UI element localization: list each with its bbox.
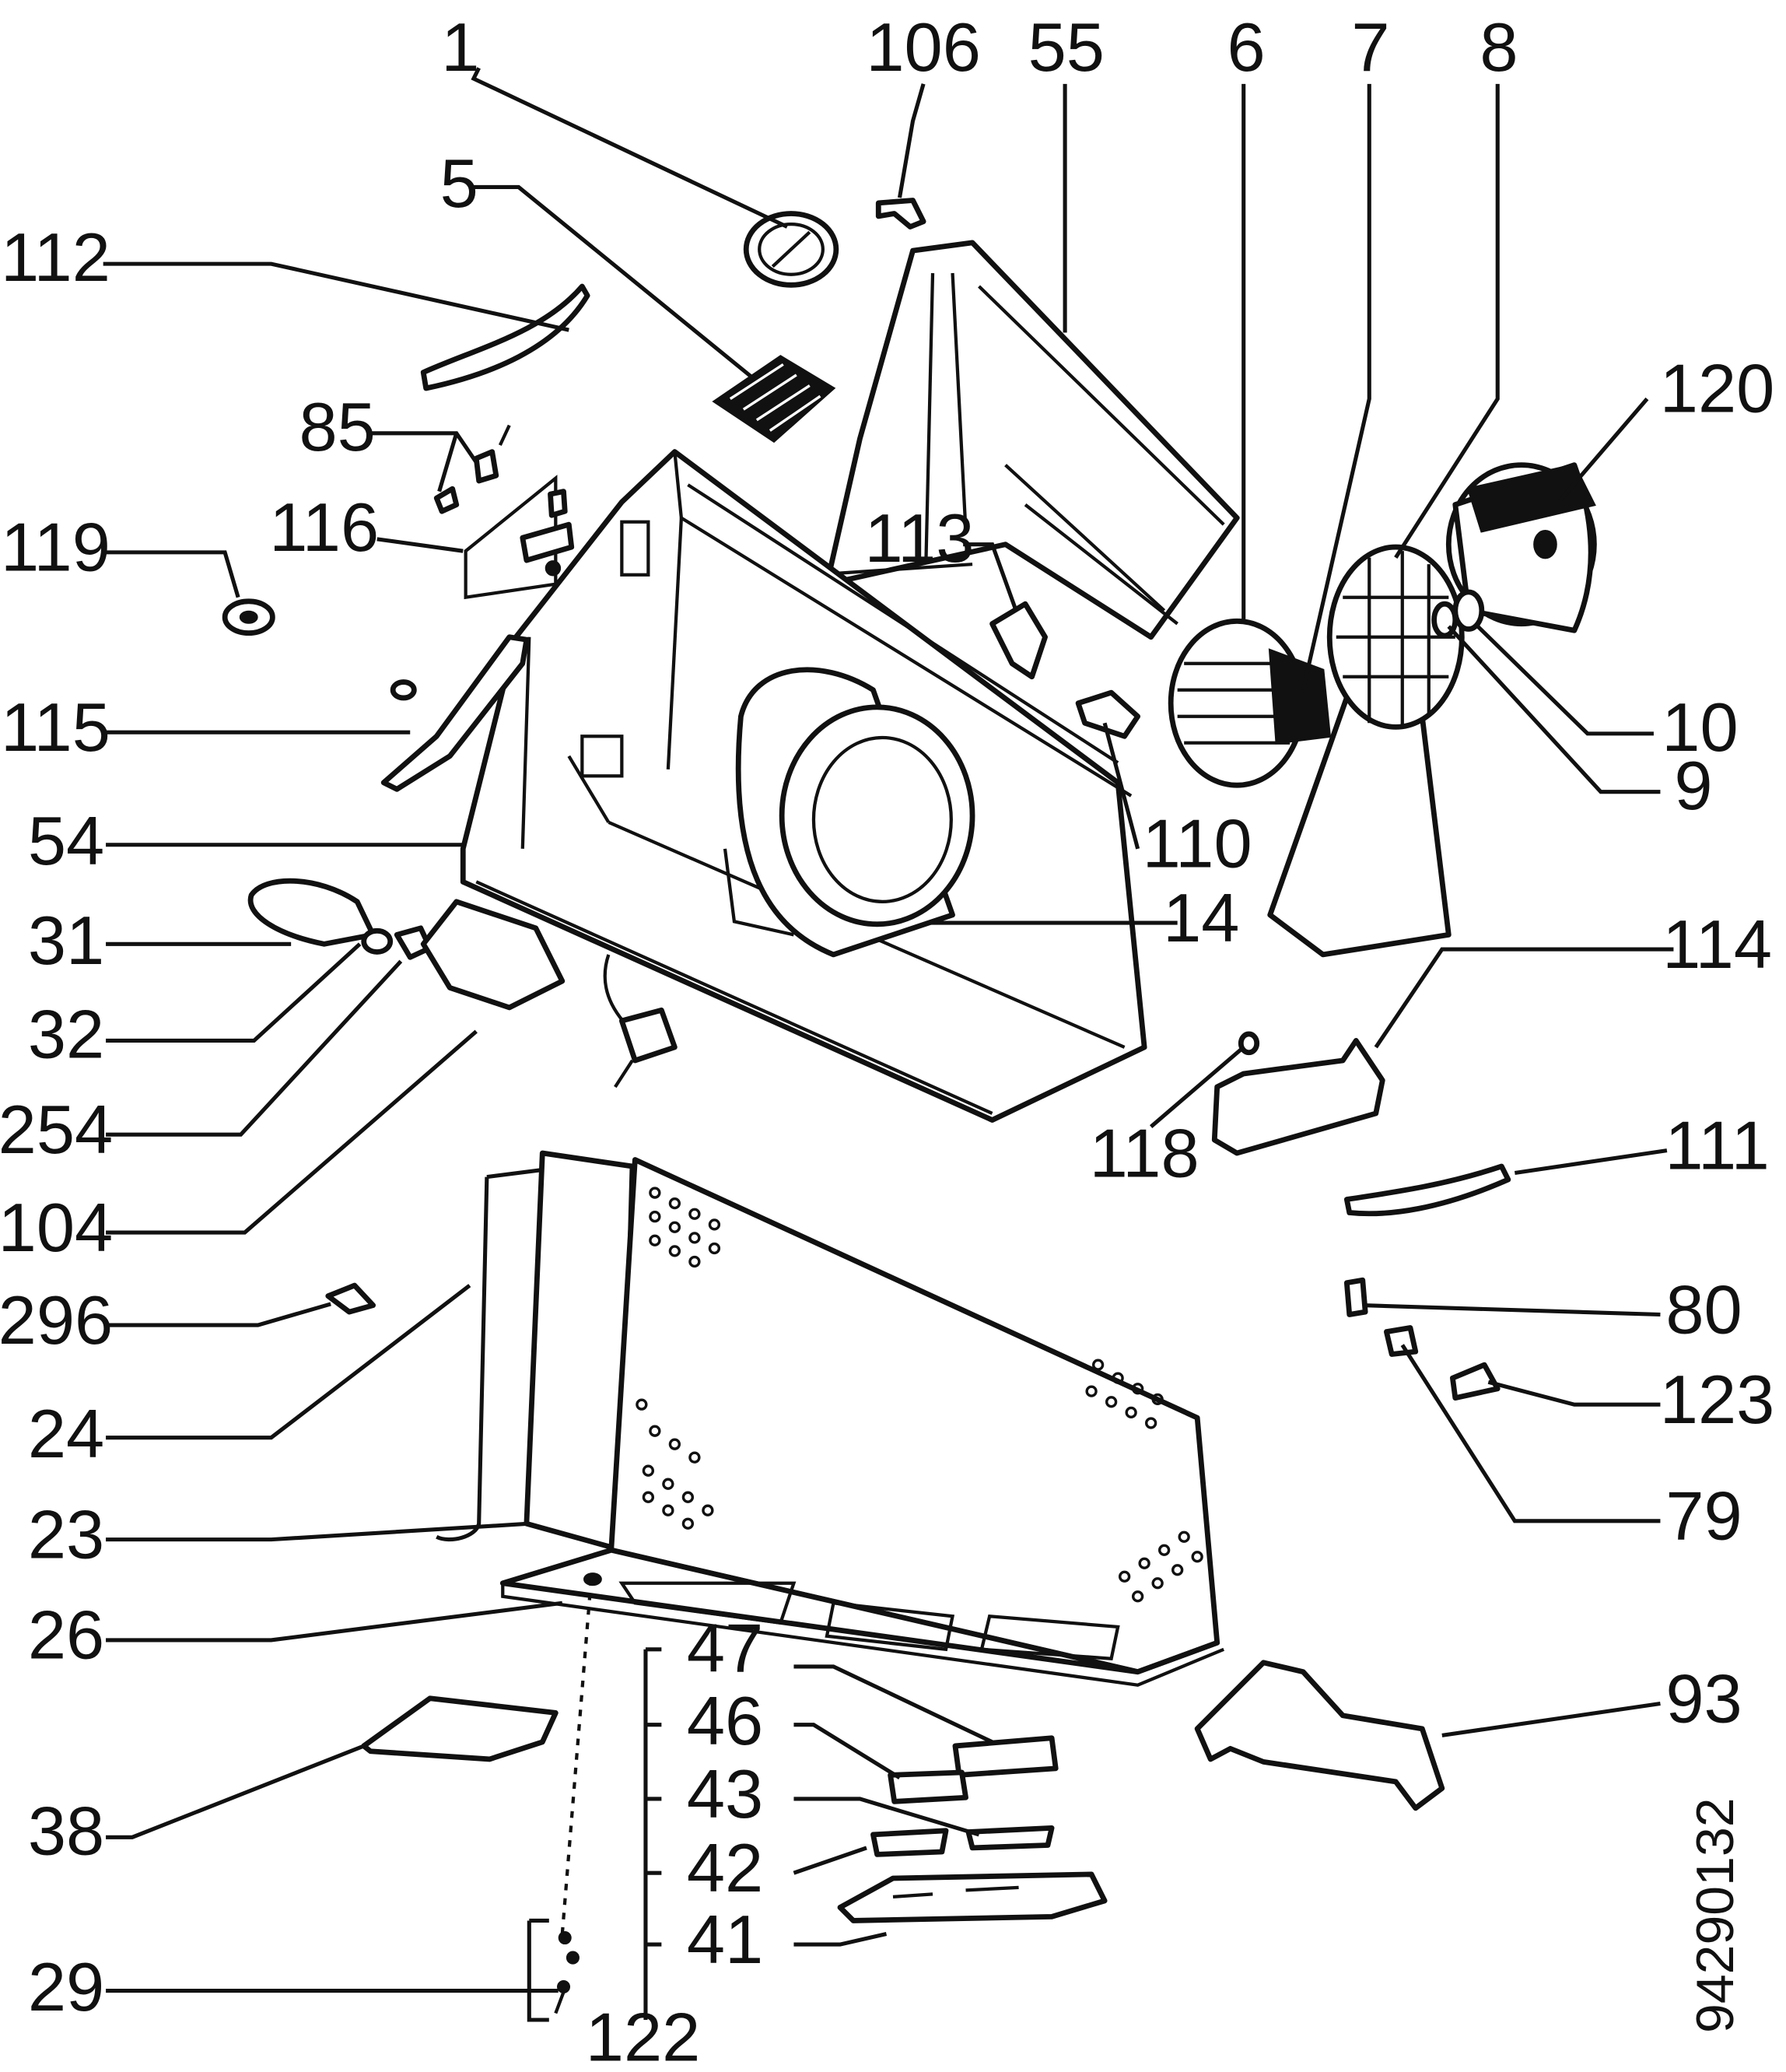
callout-38: 38 xyxy=(28,1792,104,1869)
callout-106: 106 xyxy=(866,9,981,86)
callout-14: 14 xyxy=(1163,879,1239,956)
part-119-washer xyxy=(222,598,275,636)
callout-254: 254 xyxy=(0,1091,113,1168)
callout-8: 8 xyxy=(1480,9,1518,86)
callout-6: 6 xyxy=(1227,9,1266,86)
callout-43: 43 xyxy=(687,1755,763,1832)
part-112-curved-strip xyxy=(420,283,590,391)
part-42-button xyxy=(870,1828,949,1857)
part-14-fan-scroll xyxy=(723,667,975,958)
part-29-screws xyxy=(554,1576,594,2014)
callout-24: 24 xyxy=(28,1395,104,1472)
part-47-knob xyxy=(952,1735,1059,1778)
leader-lines xyxy=(103,67,1674,2022)
part-24-rod xyxy=(436,1166,550,1542)
part-31-lamp-cover xyxy=(247,878,376,947)
callout-104: 104 xyxy=(0,1189,113,1266)
part-296-clip xyxy=(325,1282,376,1315)
callout-112: 112 xyxy=(1,219,110,296)
callout-123: 123 xyxy=(1660,1361,1775,1438)
callout-119: 119 xyxy=(1,509,110,586)
callout-93: 93 xyxy=(1665,1660,1742,1737)
callout-116: 116 xyxy=(269,489,379,566)
part-55-chimney-cover xyxy=(824,240,1240,640)
part-5-grille-filter xyxy=(712,355,836,443)
reference-number: 94290132 xyxy=(1686,1797,1745,2033)
part-10-nut xyxy=(1452,589,1485,632)
callout-115: 115 xyxy=(1,689,110,766)
part-114-bracket xyxy=(1211,1038,1385,1156)
callout-80: 80 xyxy=(1665,1271,1742,1348)
callout-numbers: 1 106 55 6 7 8 5 112 120 85 116 119 113 … xyxy=(0,9,1774,2072)
callout-23: 23 xyxy=(28,1495,104,1572)
power-cord xyxy=(603,954,678,1089)
callout-54: 54 xyxy=(28,802,104,879)
part-110-clip xyxy=(1075,689,1141,739)
part-38-lamp-lens xyxy=(361,1695,559,1762)
callout-7: 7 xyxy=(1351,9,1389,86)
part-8-grille-disc xyxy=(1326,544,1465,730)
part-93-side-bracket xyxy=(1194,1660,1445,1811)
callout-41: 41 xyxy=(687,1901,763,1978)
callout-118: 118 xyxy=(1090,1115,1199,1192)
callout-32: 32 xyxy=(28,996,104,1073)
callout-10: 10 xyxy=(1662,689,1738,766)
part-116-bracket xyxy=(464,475,575,600)
callout-296: 296 xyxy=(0,1281,113,1359)
callout-120: 120 xyxy=(1660,350,1775,427)
part-80-switch xyxy=(1343,1277,1368,1317)
part-118-screw xyxy=(1238,1031,1260,1056)
callout-26: 26 xyxy=(28,1597,104,1674)
part-79-switch xyxy=(1383,1325,1419,1357)
part-111-curved-strip xyxy=(1343,1163,1511,1217)
callout-46: 46 xyxy=(687,1682,763,1759)
callout-47: 47 xyxy=(687,1610,763,1687)
callout-122: 122 xyxy=(586,1999,701,2072)
callout-113: 113 xyxy=(865,500,975,577)
part-120-carbon-filter xyxy=(1445,462,1597,633)
callout-9: 9 xyxy=(1674,747,1712,824)
callout-1: 1 xyxy=(441,9,479,86)
part-85-screws xyxy=(433,424,511,514)
part-46-knob xyxy=(888,1769,968,1804)
callout-111: 111 xyxy=(1665,1106,1769,1183)
part-113-bracket xyxy=(989,601,1048,680)
callout-114: 114 xyxy=(1662,906,1772,983)
part-41-switch-plate xyxy=(837,1871,1108,1923)
part-115-side-bracket xyxy=(380,634,530,792)
part-43-button xyxy=(965,1825,1055,1851)
callout-85: 85 xyxy=(299,388,376,465)
part-104-bracket xyxy=(420,899,566,1011)
part-32-bulb xyxy=(361,927,394,955)
part-6-fan-wheel xyxy=(1168,618,1332,788)
part-106-clip xyxy=(875,198,926,230)
callout-42: 42 xyxy=(687,1829,763,1906)
part-123-label xyxy=(1450,1362,1501,1401)
callout-29: 29 xyxy=(28,1948,104,2025)
part-26-hood-body xyxy=(499,1157,1225,1687)
callout-31: 31 xyxy=(28,902,104,979)
part-1-round-cap xyxy=(743,211,839,288)
callout-5: 5 xyxy=(440,145,478,222)
callout-55: 55 xyxy=(1028,9,1105,86)
callout-79: 79 xyxy=(1665,1478,1742,1555)
callout-110: 110 xyxy=(1143,805,1252,882)
